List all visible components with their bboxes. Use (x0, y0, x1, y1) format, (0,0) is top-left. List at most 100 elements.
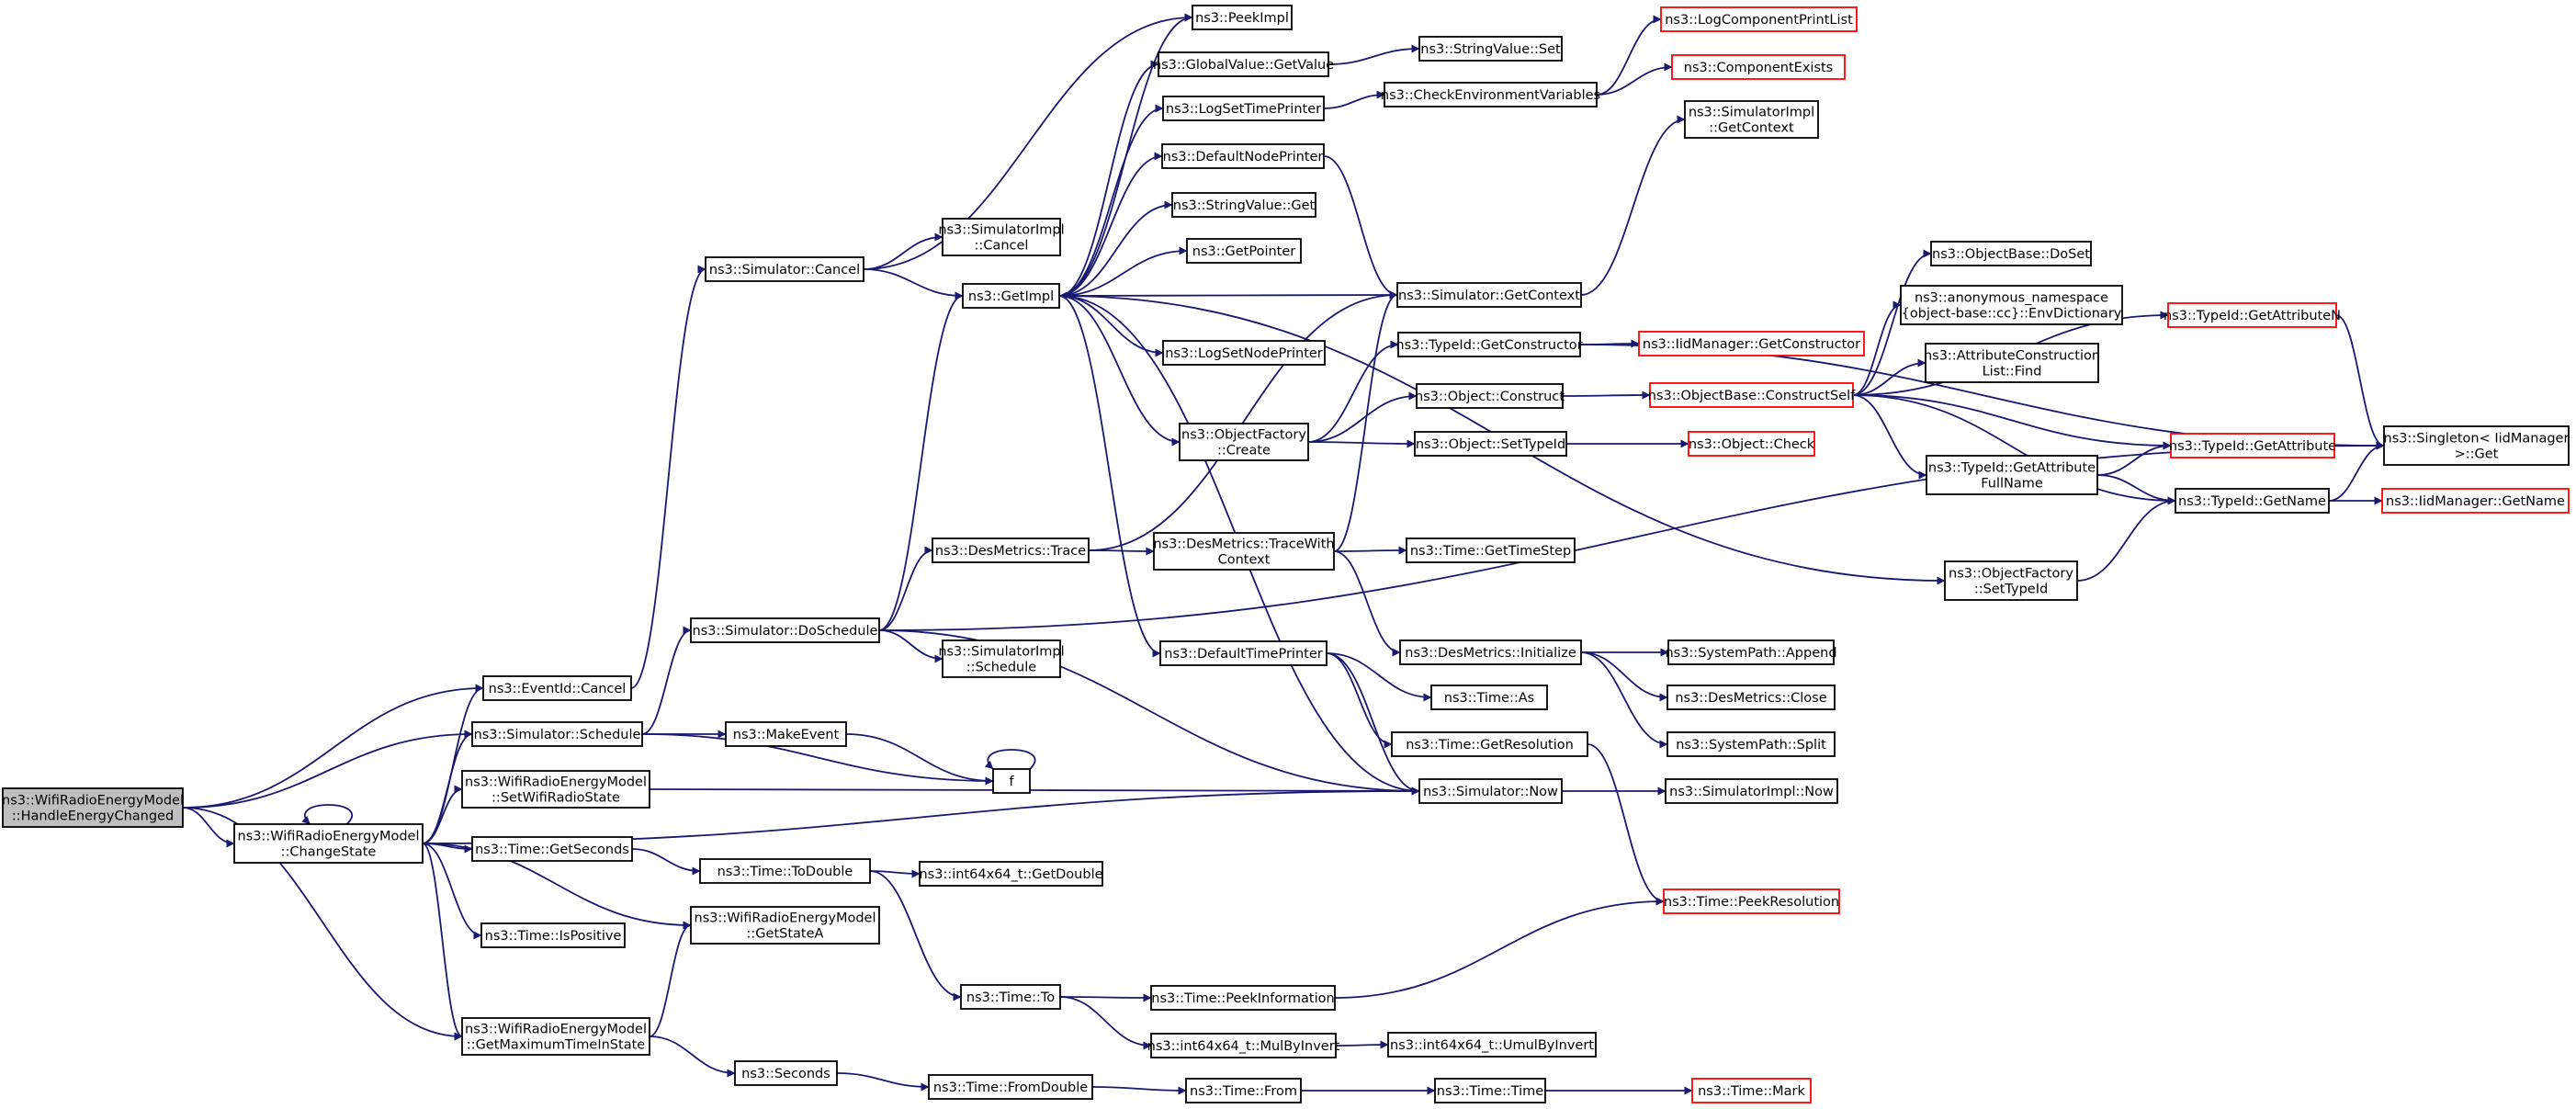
node-getAttr[interactable]: ns3::TypeId::GetAttribute (2169, 433, 2336, 458)
node-label: ::SetWifiRadioState (491, 791, 620, 806)
node-logCompPrint[interactable]: ns3::LogComponentPrintList (1660, 6, 1858, 32)
node-getTimeStep[interactable]: ns3::Time::GetTimeStep (1406, 538, 1576, 563)
node-box (1150, 985, 1336, 1011)
node-label: ::Schedule (966, 661, 1036, 675)
node-getMax[interactable]: ns3::WifiRadioEnergyModel::GetMaximumTim… (461, 1017, 650, 1056)
edge-getRes-to-peekRes (1587, 743, 1665, 906)
node-box (1397, 332, 1581, 357)
edge-objConstruct-to-constructSelf (1562, 390, 1651, 400)
node-spAppend[interactable]: ns3::SystemPath::Append (1665, 639, 1837, 665)
node-doSchedule[interactable]: ns3::Simulator::DoSchedule (690, 617, 880, 643)
node-label: ns3::StringValue::Get (1173, 198, 1316, 213)
node-implNow[interactable]: ns3::SimulatorImpl::Now (1665, 778, 1838, 804)
node-seconds[interactable]: ns3::Seconds (734, 1060, 838, 1086)
node-spSplit[interactable]: ns3::SystemPath::Split (1666, 731, 1836, 757)
node-logSetTime[interactable]: ns3::LogSetTimePrinter (1162, 96, 1325, 121)
node-compExists[interactable]: ns3::ComponentExists (1671, 54, 1846, 80)
edge-getImpl-to-gvGetValue (1058, 60, 1159, 297)
node-label: ns3::Time::As (1444, 691, 1534, 706)
edge-mulByInvert-to-umulByInvert (1335, 1040, 1389, 1049)
node-box (2, 787, 184, 828)
node-peekInfo[interactable]: ns3::Time::PeekInformation (1150, 985, 1336, 1011)
node-box (2170, 433, 2335, 458)
edge-simCancel-to-getImpl (863, 268, 964, 300)
node-umulByInvert[interactable]: ns3::int64x64_t::UmulByInvert (1387, 1032, 1597, 1058)
node-implGetCtx[interactable]: ns3::SimulatorImpl::GetContext (1684, 100, 1819, 139)
node-timeFrom[interactable]: ns3::Time::From (1185, 1078, 1302, 1103)
node-getSeconds[interactable]: ns3::Time::GetSeconds (471, 836, 633, 862)
node-logSetNode[interactable]: ns3::LogSetNodePrinter (1162, 340, 1326, 366)
node-label: List::Find (1983, 365, 2042, 379)
node-ofSetTid[interactable]: ns3::ObjectFactory::SetTypeId (1944, 560, 2078, 601)
node-ofCreate[interactable]: ns3::ObjectFactory::Create (1179, 423, 1309, 461)
node-simGetCtx[interactable]: ns3::Simulator::GetContext (1396, 282, 1582, 308)
node-svSet[interactable]: ns3::StringValue::Set (1418, 36, 1563, 62)
node-desClose[interactable]: ns3::DesMetrics::Close (1666, 685, 1836, 710)
node-iidGetName[interactable]: ns3::IidManager::GetName (2381, 488, 2570, 514)
node-label: ns3::SimulatorImpl (1689, 106, 1814, 120)
node-mulByInvert[interactable]: ns3::int64x64_t::MulByInvert (1147, 1033, 1340, 1058)
node-box (471, 721, 643, 747)
node-simSchedule[interactable]: ns3::Simulator::Schedule (471, 721, 643, 747)
node-checkEnv[interactable]: ns3::CheckEnvironmentVariables (1381, 82, 1600, 108)
node-timeTime[interactable]: ns3::Time::Time (1434, 1078, 1546, 1103)
node-label: ns3::ComponentExists (1684, 61, 1834, 75)
node-constructSelf[interactable]: ns3::ObjectBase::ConstructSelf (1648, 382, 1856, 408)
node-changeState[interactable]: ns3::WifiRadioEnergyModel::ChangeState (233, 823, 424, 864)
edge-constructSelf-to-getAttr (1852, 394, 2172, 450)
node-fromDouble[interactable]: ns3::Time::FromDouble (928, 1074, 1093, 1100)
node-toDouble[interactable]: ns3::Time::ToDouble (699, 858, 871, 884)
node-obDoSet[interactable]: ns3::ObjectBase::DoSet (1930, 241, 2092, 266)
node-getAttrN[interactable]: ns3::TypeId::GetAttributeN (2164, 302, 2341, 328)
node-getName[interactable]: ns3::TypeId::GetName (2175, 488, 2330, 514)
node-label: ns3::GetImpl (968, 289, 1054, 304)
node-box (1688, 431, 1815, 457)
node-gvGetValue[interactable]: ns3::GlobalValue::GetValue (1153, 51, 1334, 77)
node-simCancel[interactable]: ns3::Simulator::Cancel (705, 256, 864, 282)
node-isPositive[interactable]: ns3::Time::IsPositive (480, 922, 626, 948)
node-label: ::GetContext (1709, 121, 1794, 136)
node-objConstruct[interactable]: ns3::Object::Construct (1415, 383, 1565, 409)
node-desTrace[interactable]: ns3::DesMetrics::Trace (932, 538, 1090, 563)
node-timeAs[interactable]: ns3::Time::As (1430, 685, 1548, 710)
node-label: ns3::Time::To (966, 990, 1055, 1005)
node-timeTo[interactable]: ns3::Time::To (960, 984, 1061, 1010)
node-box (1667, 639, 1835, 665)
node-svGet[interactable]: ns3::StringValue::Get (1171, 192, 1316, 218)
node-label: ns3::TypeId::GetConstructor (1395, 338, 1582, 353)
node-getDouble[interactable]: ns3::int64x64_t::GetDouble (919, 861, 1103, 887)
edge-desTrace-to-simGetCtx (1088, 290, 1398, 551)
node-objSetTid[interactable]: ns3::Object::SetTypeId (1414, 431, 1567, 457)
edge-ofCreate-to-tidGetCons (1307, 340, 1399, 443)
node-objCheck[interactable]: ns3::Object::Check (1688, 431, 1815, 457)
node-tidGetCons[interactable]: ns3::TypeId::GetConstructor (1395, 332, 1583, 357)
node-getRes[interactable]: ns3::Time::GetResolution (1391, 731, 1588, 757)
node-envDict[interactable]: ns3::anonymous_namespace{object-base::cc… (1900, 285, 2123, 325)
node-desInit[interactable]: ns3::DesMetrics::Initialize (1399, 639, 1582, 665)
node-defTime[interactable]: ns3::DefaultTimePrinter (1159, 640, 1328, 666)
node-box (919, 861, 1103, 887)
node-eventCancel[interactable]: ns3::EventId::Cancel (482, 675, 632, 701)
node-f[interactable]: f (992, 768, 1031, 794)
node-box (2175, 488, 2330, 514)
node-box (932, 538, 1090, 563)
node-peekRes[interactable]: ns3::Time::PeekResolution (1663, 888, 1840, 914)
edge-eventCancel-to-simCancel (630, 265, 706, 689)
node-setRadio[interactable]: ns3::WifiRadioEnergyModel::SetWifiRadioS… (461, 770, 650, 809)
node-timeMark[interactable]: ns3::Time::Mark (1691, 1078, 1812, 1103)
node-makeEvent[interactable]: ns3::MakeEvent (725, 721, 847, 747)
node-implSchedule[interactable]: ns3::SimulatorImpl::Schedule (938, 639, 1065, 678)
node-peekImpl[interactable]: ns3::PeekImpl (1192, 5, 1293, 30)
node-defNode[interactable]: ns3::DefaultNodePrinter (1161, 143, 1325, 169)
node-singleton[interactable]: ns3::Singleton< IidManager >::Get (2383, 425, 2570, 466)
node-getImpl[interactable]: ns3::GetImpl (962, 283, 1060, 309)
node-simNow[interactable]: ns3::Simulator::Now (1418, 778, 1563, 804)
node-root[interactable]: ns3::WifiRadioEnergyModel::HandleEnergyC… (2, 787, 184, 828)
node-getStateA[interactable]: ns3::WifiRadioEnergyModel::GetStateA (690, 906, 880, 945)
node-getPointer[interactable]: ns3::GetPointer (1186, 238, 1302, 264)
node-implCancel[interactable]: ns3::SimulatorImpl::Cancel (938, 218, 1065, 256)
node-iidGetCons[interactable]: ns3::IidManager::GetConstructor (1638, 331, 1865, 356)
